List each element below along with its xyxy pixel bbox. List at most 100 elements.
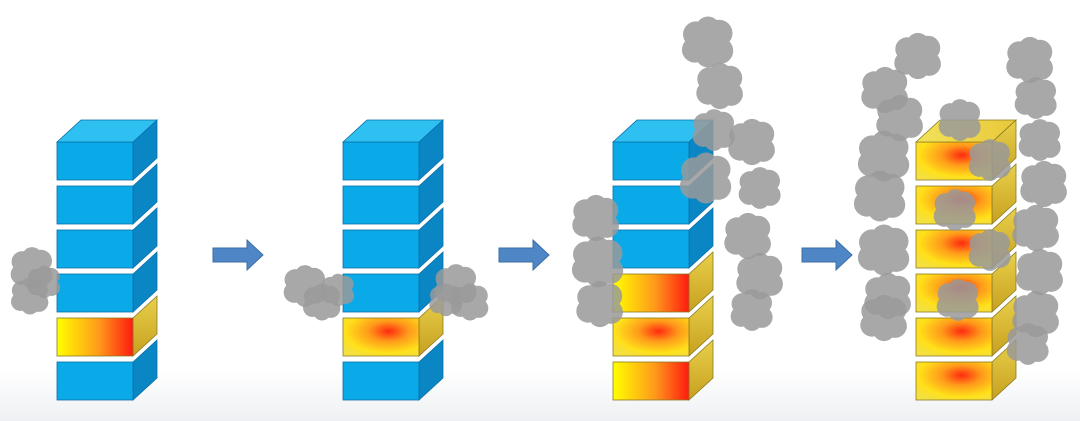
arrow-shape xyxy=(801,238,853,272)
building-floor xyxy=(612,295,714,357)
smoke-puff xyxy=(21,247,43,268)
smoke-puff xyxy=(584,218,608,242)
smoke-layer xyxy=(10,16,1067,365)
smoke-puff xyxy=(1025,98,1047,119)
smoke-cloud xyxy=(1018,119,1061,161)
building-floor xyxy=(342,119,444,181)
smoke-cloud xyxy=(936,279,979,321)
building-floor xyxy=(56,295,158,357)
smoke-group-stage-4 xyxy=(853,32,1067,365)
smoke-cloud xyxy=(321,273,355,307)
floor-front-face xyxy=(612,317,690,357)
floor-front-face xyxy=(56,361,134,401)
smoke-puff xyxy=(1029,119,1051,140)
smoke-puff xyxy=(867,170,893,196)
floor-front-face xyxy=(612,361,690,401)
smoke-cloud xyxy=(571,236,624,288)
smoke-cloud xyxy=(692,109,735,151)
smoke-puff xyxy=(949,99,971,120)
smoke-puff xyxy=(867,196,893,222)
smoke-puff xyxy=(736,212,760,236)
smoke-puff xyxy=(906,32,930,56)
smoke-puff xyxy=(947,300,969,321)
floor-front-face xyxy=(56,185,134,225)
floor-front-face xyxy=(612,185,690,225)
smoke-puff xyxy=(584,194,608,218)
smoke-puff xyxy=(979,229,1001,250)
smoke-puff xyxy=(740,118,764,142)
smoke-puff xyxy=(445,264,467,285)
smoke-cloud xyxy=(857,224,910,276)
smoke-puff xyxy=(871,250,897,276)
building-floor xyxy=(342,163,444,225)
smoke-puff xyxy=(438,283,454,300)
building-floor xyxy=(612,339,714,401)
building-floor xyxy=(612,251,714,313)
smoke-puff xyxy=(872,318,896,342)
smoke-puff xyxy=(749,188,771,209)
smoke-cloud xyxy=(576,280,623,328)
smoke-puff xyxy=(585,262,611,288)
smoke-puff xyxy=(979,250,1001,271)
smoke-puff xyxy=(871,224,897,250)
smoke-puff xyxy=(947,279,969,300)
smoke-puff xyxy=(949,120,971,141)
smoke-cloud xyxy=(894,32,941,80)
building-floor xyxy=(342,207,444,269)
floor-front-face xyxy=(915,317,993,357)
building-floor xyxy=(56,119,158,181)
building-stage-1 xyxy=(55,119,159,401)
arrow-shape xyxy=(498,238,550,272)
smoke-cloud xyxy=(451,283,489,321)
smoke-puff xyxy=(330,290,346,307)
smoke-puff xyxy=(741,289,763,310)
smoke-cloud xyxy=(27,265,61,299)
smoke-puff xyxy=(36,282,52,299)
smoke-puff xyxy=(749,167,771,188)
smoke-cloud xyxy=(681,16,734,68)
smoke-puff xyxy=(979,160,1001,181)
floor-front-face xyxy=(56,229,134,269)
smoke-cloud xyxy=(860,294,907,342)
smoke-puff xyxy=(695,16,721,42)
right-arrow-icon xyxy=(212,238,264,272)
arrows-layer xyxy=(212,238,853,272)
smoke-puff xyxy=(888,94,912,118)
smoke-group-stage-3 xyxy=(571,16,783,331)
smoke-cloud xyxy=(1014,77,1057,119)
smoke-puff xyxy=(438,300,454,317)
smoke-cloud xyxy=(938,99,981,141)
building-floor xyxy=(56,163,158,225)
smoke-puff xyxy=(313,302,331,321)
floor-front-face xyxy=(342,317,420,357)
smoke-puff xyxy=(461,283,479,302)
smoke-puff xyxy=(588,280,612,304)
smoke-cloud xyxy=(730,289,773,331)
building-stage-2 xyxy=(341,119,445,401)
floor-front-face xyxy=(342,273,420,313)
smoke-puff xyxy=(36,265,52,282)
smoke-puff xyxy=(1032,184,1056,208)
floor-front-face xyxy=(915,361,993,401)
smoke-puff xyxy=(740,142,764,166)
building-floor xyxy=(56,339,158,401)
smoke-puff xyxy=(708,86,732,110)
smoke-puff xyxy=(695,42,721,68)
smoke-puff xyxy=(1028,272,1052,296)
smoke-puff xyxy=(979,139,1001,160)
building-stage-3 xyxy=(611,119,715,401)
smoke-puff xyxy=(1025,77,1047,98)
smoke-cloud xyxy=(933,189,976,231)
floor-front-face xyxy=(612,273,690,313)
smoke-puff xyxy=(693,152,719,178)
floor-front-face xyxy=(612,229,690,269)
smoke-puff xyxy=(906,56,930,80)
floor-front-face xyxy=(342,229,420,269)
floor-front-face xyxy=(612,141,690,181)
smoke-puff xyxy=(588,304,612,328)
floor-front-face xyxy=(56,317,134,357)
smoke-puff xyxy=(1017,344,1039,365)
right-arrow-icon xyxy=(498,238,550,272)
